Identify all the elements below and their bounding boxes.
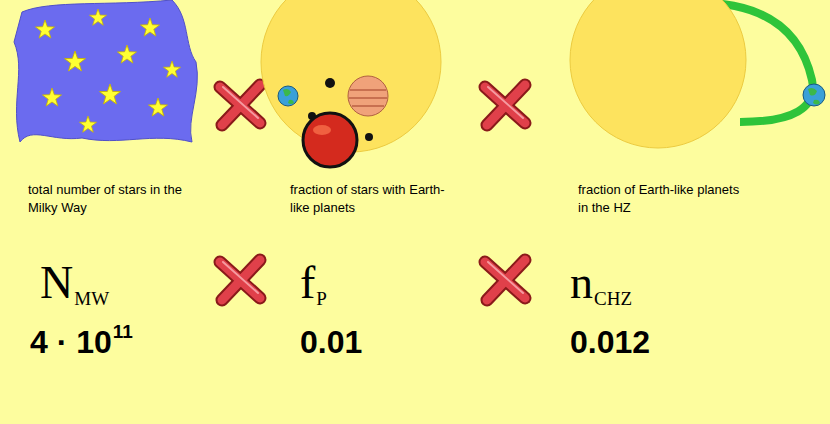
multiply-mark [485,85,525,125]
variable-symbol: f [300,257,315,308]
subscript: CHZ [594,288,632,309]
multiply-mark [485,260,525,300]
variable-symbol: N [40,257,73,308]
subscript: MW [74,288,109,309]
caption-text: total number of stars in the Milky Way [28,182,182,215]
caption: fraction of Earth-like planets in the HZ [578,181,750,217]
superscript: 11 [113,321,133,342]
value-number: 4 · 10 [30,324,112,360]
habitable-zone [570,0,825,148]
value: 4 · 1011 [30,324,133,361]
milky-way-blob [14,0,197,142]
caption-text: fraction of stars with Earth-like planet… [290,182,445,215]
value: 0.01 [300,324,362,361]
variable-symbol: n [570,257,593,308]
formula-term: NMW [40,256,109,309]
value-number: 0.012 [570,324,650,360]
value-number: 0.01 [300,324,362,360]
caption-text: fraction of Earth-like planets in the HZ [578,182,739,215]
formula-term: fP [300,256,327,309]
subscript: P [316,288,327,309]
star-with-planets [261,0,441,167]
caption: fraction of stars with Earth-like planet… [290,181,462,217]
caption: total number of stars in the Milky Way [28,181,200,217]
multiply-mark [220,260,260,300]
formula-term: nCHZ [570,256,632,309]
value: 0.012 [570,324,650,361]
multiply-mark [220,85,260,125]
